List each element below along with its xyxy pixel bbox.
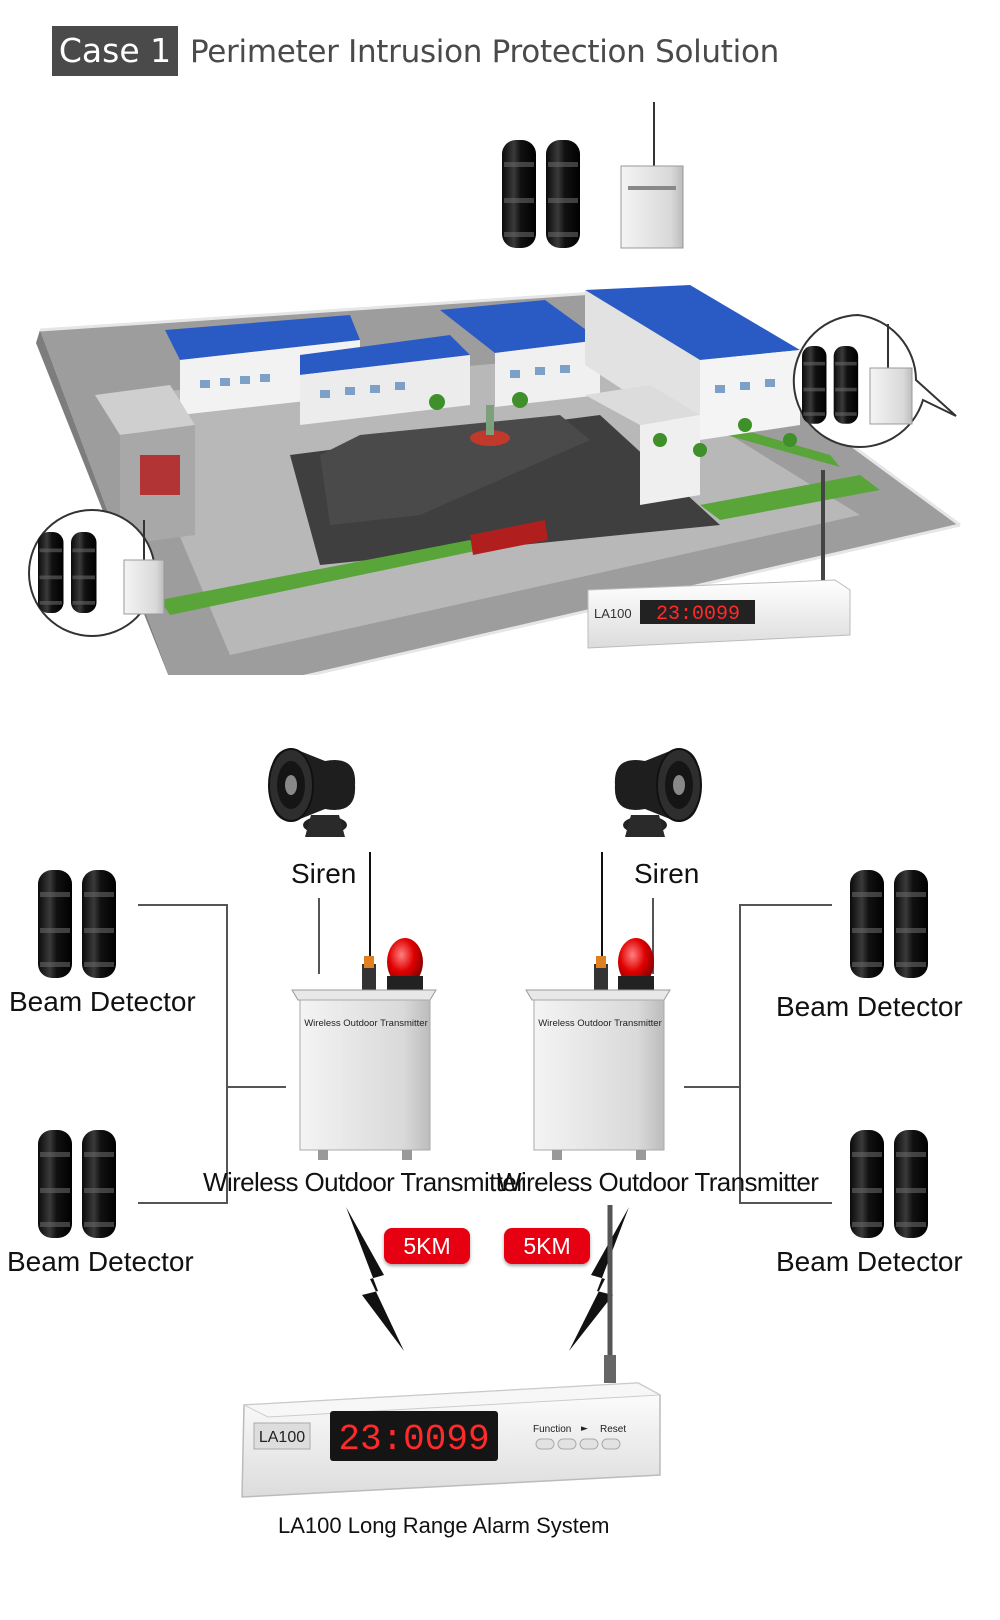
case-tag: Case 1 — [52, 26, 178, 76]
transmitter-left-image: Wireless Outdoor Transmitter — [291, 852, 437, 1160]
wire-right-v — [739, 904, 741, 1204]
transmitter-right-box-text: Wireless Outdoor Transmitter — [538, 1018, 662, 1029]
signal-bolt-left-icon — [346, 1207, 404, 1351]
transmitter-right-label: Wireless Outdoor Transmitter — [497, 1167, 819, 1197]
wire-siren-right — [652, 898, 654, 974]
zoom-bubble-right — [792, 313, 957, 448]
beam-detector-tl-label: Beam Detector — [9, 986, 196, 1017]
wire-left-bottom-h — [138, 1202, 228, 1204]
svg-text:►: ► — [581, 1424, 588, 1434]
wire-right-feed — [684, 1086, 740, 1088]
receiver-button-1[interactable] — [535, 1438, 555, 1450]
receiver-top-image: 23:0099 LA100 — [587, 470, 851, 649]
page-title: Perimeter Intrusion Protection Solution — [190, 34, 779, 70]
wire-left-feed — [228, 1086, 286, 1088]
range-badge-right: 5KM — [504, 1228, 590, 1264]
receiver-button-4[interactable] — [601, 1438, 621, 1450]
receiver-model-label: LA100 — [259, 1429, 305, 1446]
beam-detector-tr-label: Beam Detector — [776, 991, 963, 1022]
zoom-bubble-left — [28, 509, 165, 637]
transmitter-left-box-text: Wireless Outdoor Transmitter — [304, 1018, 428, 1029]
wire-left-top-h — [138, 904, 228, 906]
beam-detector-br-image — [850, 1130, 928, 1238]
transmitter-left-label: Wireless Outdoor Transmitter — [203, 1167, 525, 1197]
siren-right-icon — [613, 747, 702, 838]
beam-detector-br-label: Beam Detector — [776, 1246, 963, 1277]
wire-right-top-h — [740, 904, 832, 906]
beam-detector-tr-image — [850, 870, 928, 978]
transmitter-top-image — [620, 102, 684, 249]
wire-left-v — [226, 904, 228, 1204]
beam-detector-tl-image — [38, 870, 116, 978]
wire-right-bottom-h — [740, 1202, 832, 1204]
siren-left-icon — [268, 747, 357, 838]
signal-bolt-right-icon — [569, 1207, 629, 1351]
beam-detector-bl-label: Beam Detector — [7, 1246, 194, 1277]
wire-siren-left — [318, 898, 320, 974]
receiver-main-image: LA100 23:0099 Function ► Reset — [241, 1205, 662, 1498]
receiver-top-model: LA100 — [594, 606, 632, 621]
receiver-reset-label: Reset — [600, 1424, 626, 1435]
transmitter-right-image: Wireless Outdoor Transmitter — [525, 852, 671, 1160]
factory-scene — [36, 285, 961, 675]
siren-right-label: Siren — [634, 858, 700, 889]
receiver-top-display: 23:0099 — [656, 603, 740, 626]
beam-detector-bl-image — [38, 1130, 116, 1238]
receiver-display-readout: 23:0099 — [338, 1419, 489, 1460]
system-caption: LA100 Long Range Alarm System — [278, 1513, 610, 1538]
beam-detector-top-image — [502, 140, 580, 248]
range-badge-left: 5KM — [384, 1228, 470, 1264]
receiver-function-label: Function — [533, 1424, 571, 1435]
receiver-button-2[interactable] — [557, 1438, 577, 1450]
siren-left-label: Siren — [291, 858, 357, 889]
receiver-button-3[interactable] — [579, 1438, 599, 1450]
